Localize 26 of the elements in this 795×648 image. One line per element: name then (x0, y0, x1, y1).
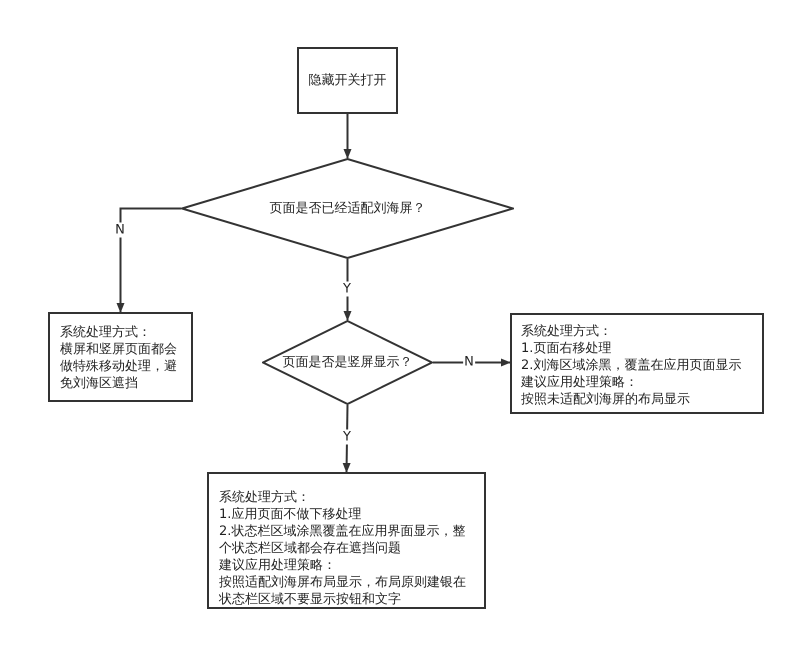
edge-label: Y (342, 282, 352, 296)
box-text: 横屏和竖屏页面都会做特殊移动处理，避免刘海区遮挡 (60, 341, 178, 392)
box-text: 隐藏开关打开 (308, 72, 386, 89)
process-box (510, 313, 764, 414)
arrow (116, 208, 181, 313)
arrow (342, 404, 351, 473)
process-box (207, 472, 486, 609)
box-text: 按照未适配刘海屏的布局显示 (521, 391, 691, 408)
box-text: 系统处理方式： (219, 489, 311, 506)
box-text: 1.应用页面不做下移处理 (219, 506, 362, 523)
box-text: 2.刘海区域涂黑，覆盖在应用页面显示 (521, 357, 742, 374)
process-box (48, 312, 193, 402)
box-text: 系统处理方式： (521, 323, 613, 340)
edge-label: Y (342, 430, 352, 444)
process-box (297, 47, 398, 114)
arrow (344, 114, 352, 159)
diamond-text: 页面是否已经适配刘海屏？ (270, 200, 426, 217)
box-text: 建议应用处理策略： (219, 557, 337, 574)
diamond-text: 页面是否是竖屏显示？ (282, 354, 412, 371)
box-text: 建议应用处理策略： (521, 374, 639, 391)
box-text: 1.页面右移处理 (521, 340, 612, 357)
arrow (433, 358, 511, 366)
box-text: 系统处理方式： (60, 324, 152, 341)
box-text: 按照适配刘海屏布局显示，布局原则建银在状态栏区域不要显示按钮和文字 (219, 574, 467, 608)
box-text: 2.状态栏区域涂黑覆盖在应用界面显示，整个状态栏区域都会存在遮挡问题 (219, 523, 466, 557)
edge-label: N (114, 222, 126, 238)
